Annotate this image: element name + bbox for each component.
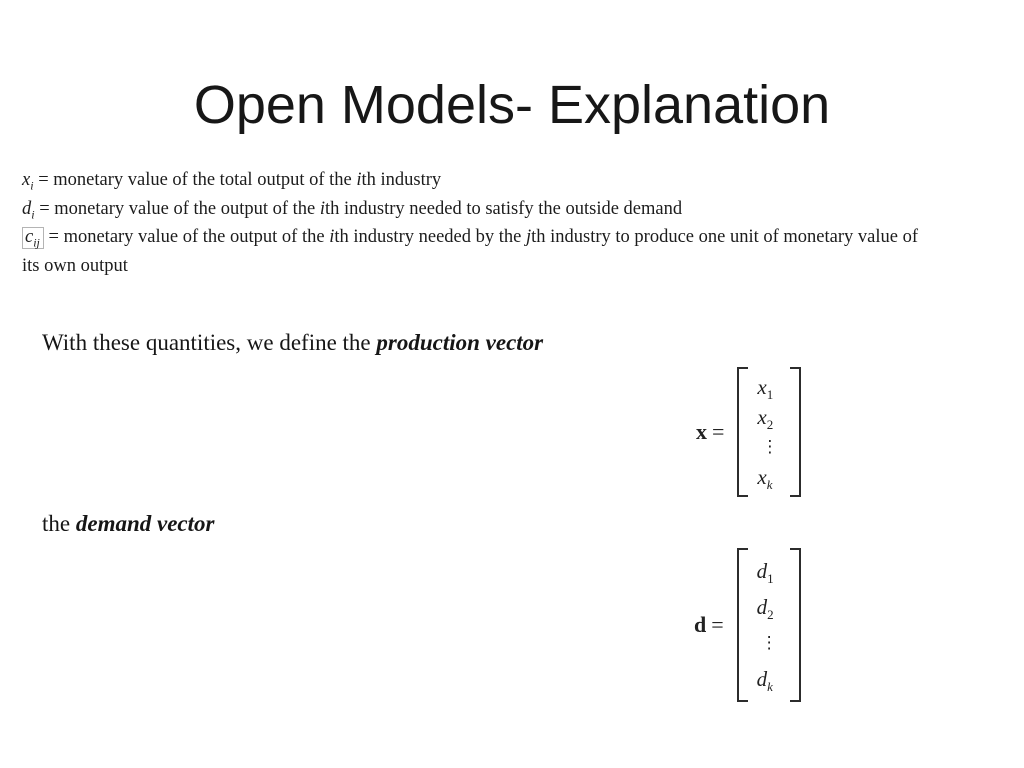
demand-vector-intro: the demand vector <box>42 511 214 537</box>
definition-line-xi: xi = monetary value of the total output … <box>22 166 1022 195</box>
vertical-ellipsis: ⋮ <box>761 437 779 456</box>
right-bracket <box>789 548 801 702</box>
vector-column: x1 x2 ⋮ xk <box>748 367 790 497</box>
italic-j: j <box>525 227 532 247</box>
left-bracket <box>736 548 748 702</box>
vector-symbol-d: d <box>694 612 707 637</box>
definition-text: th industry needed to satisfy the outsid… <box>325 198 683 219</box>
vector-row: xk <box>757 465 773 493</box>
subscript-ij: ij <box>33 235 40 250</box>
definition-line-continuation: its own output <box>22 255 128 276</box>
vector-row: d2 <box>756 595 774 623</box>
var-x: x <box>22 170 31 190</box>
right-bracket <box>790 367 802 497</box>
intro-text: With these quantities, we define the <box>42 330 377 355</box>
definition-text: = monetary value of the total output of … <box>33 170 357 190</box>
vector-row: x2 <box>757 405 774 433</box>
italic-i: i <box>329 227 335 247</box>
definition-text: th industry <box>361 170 442 190</box>
highlight-box: cij <box>22 227 44 249</box>
var-c: c <box>25 227 34 247</box>
production-vector-term: production vector <box>376 330 544 355</box>
definition-line-di: di = monetary value of the output of the… <box>22 195 1022 224</box>
definition-line-cij: cij = monetary value of the output of th… <box>22 223 1022 252</box>
equation-lhs: d= <box>694 612 724 638</box>
definition-text: = monetary value of the output of the <box>43 227 330 247</box>
var-d: d <box>22 198 32 219</box>
production-vector-intro: With these quantities, we define the pro… <box>42 330 543 356</box>
vector-column: d1 d2 ⋮ dk <box>748 548 790 702</box>
subscript-i: i <box>30 178 34 193</box>
subscript-i: i <box>31 207 35 222</box>
definition-text: = monetary value of the output of the <box>34 198 320 219</box>
equals-sign: = <box>711 612 724 637</box>
vector-symbol-x: x <box>696 419 707 444</box>
equals-sign: = <box>712 419 725 444</box>
equation-lhs: x= <box>696 419 724 445</box>
vector-row: d1 <box>756 559 774 587</box>
definition-text: th industry to produce one unit of monet… <box>531 227 918 247</box>
vector-row: x1 <box>757 375 774 403</box>
italic-i: i <box>319 198 326 219</box>
definition-text: th industry needed by the <box>334 227 526 247</box>
vector-row: dk <box>756 667 773 695</box>
left-bracket <box>737 367 749 497</box>
definitions-block: xi = monetary value of the total output … <box>22 166 1022 280</box>
demand-vector-term: demand vector <box>75 511 215 536</box>
production-vector-equation: x= x1 x2 ⋮ xk <box>696 367 802 497</box>
slide-title: Open Models- Explanation <box>193 75 831 135</box>
intro-text: the <box>42 511 76 536</box>
demand-vector-equation: d= d1 d2 ⋮ dk <box>694 548 801 702</box>
italic-i: i <box>356 170 362 190</box>
vertical-ellipsis: ⋮ <box>760 633 778 652</box>
